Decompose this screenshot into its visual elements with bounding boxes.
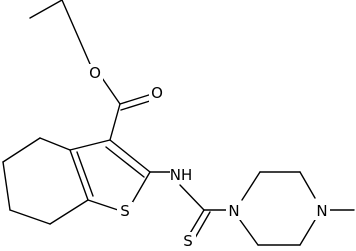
atom-label-s-thione: S: [183, 232, 193, 250]
bond-cs-s-double-2: [194, 211, 211, 239]
atom-label-n-piperazine-1: N: [228, 202, 239, 220]
bond-c4-c5: [2, 137, 41, 163]
bond-nh-cs: [179, 184, 205, 211]
bond-ethyl-ch3-ch2: [29, 0, 63, 19]
bond-n1-c-upper: [241, 171, 261, 201]
bond-cs-s-double-1: [188, 209, 205, 236]
bond-c2-s: [131, 171, 151, 204]
bond-c3a-c4: [39, 137, 71, 151]
bond-c5-c6: [2, 161, 11, 211]
atom-label-o-carbonyl: O: [151, 84, 163, 102]
bond-c6-c7: [9, 209, 51, 225]
bond-c3-c3a: [69, 139, 111, 151]
atom-label-o-ether: O: [89, 64, 101, 82]
bond-c3a-c7a-double-1: [69, 149, 89, 201]
atom-label-n-piperazine-4: N: [316, 202, 327, 220]
bond-s-c7a: [87, 199, 119, 211]
atom-label-nh: NH: [170, 166, 193, 184]
bond-c3-c2-double-2: [105, 146, 145, 178]
bond-c3-c2-double-1: [109, 139, 151, 173]
bond-n4-c-lower: [299, 219, 316, 246]
atom-label-s-ring: S: [120, 202, 130, 220]
bond-carbonyl-c-o-double-1: [119, 93, 153, 105]
bond-c7-c7a: [49, 199, 89, 225]
bond-o-carbonyl-c: [99, 74, 121, 105]
bond-c-lower-n1: [239, 219, 259, 246]
bond-c-upper-n4: [299, 171, 316, 199]
bond-ethyl-ch2-o: [61, 0, 91, 65]
bond-carbonyl-c-o-double-2: [120, 99, 154, 111]
bond-carbonyl-c-c3: [109, 103, 121, 141]
bond-c3a-c7a-double-2: [76, 151, 94, 197]
